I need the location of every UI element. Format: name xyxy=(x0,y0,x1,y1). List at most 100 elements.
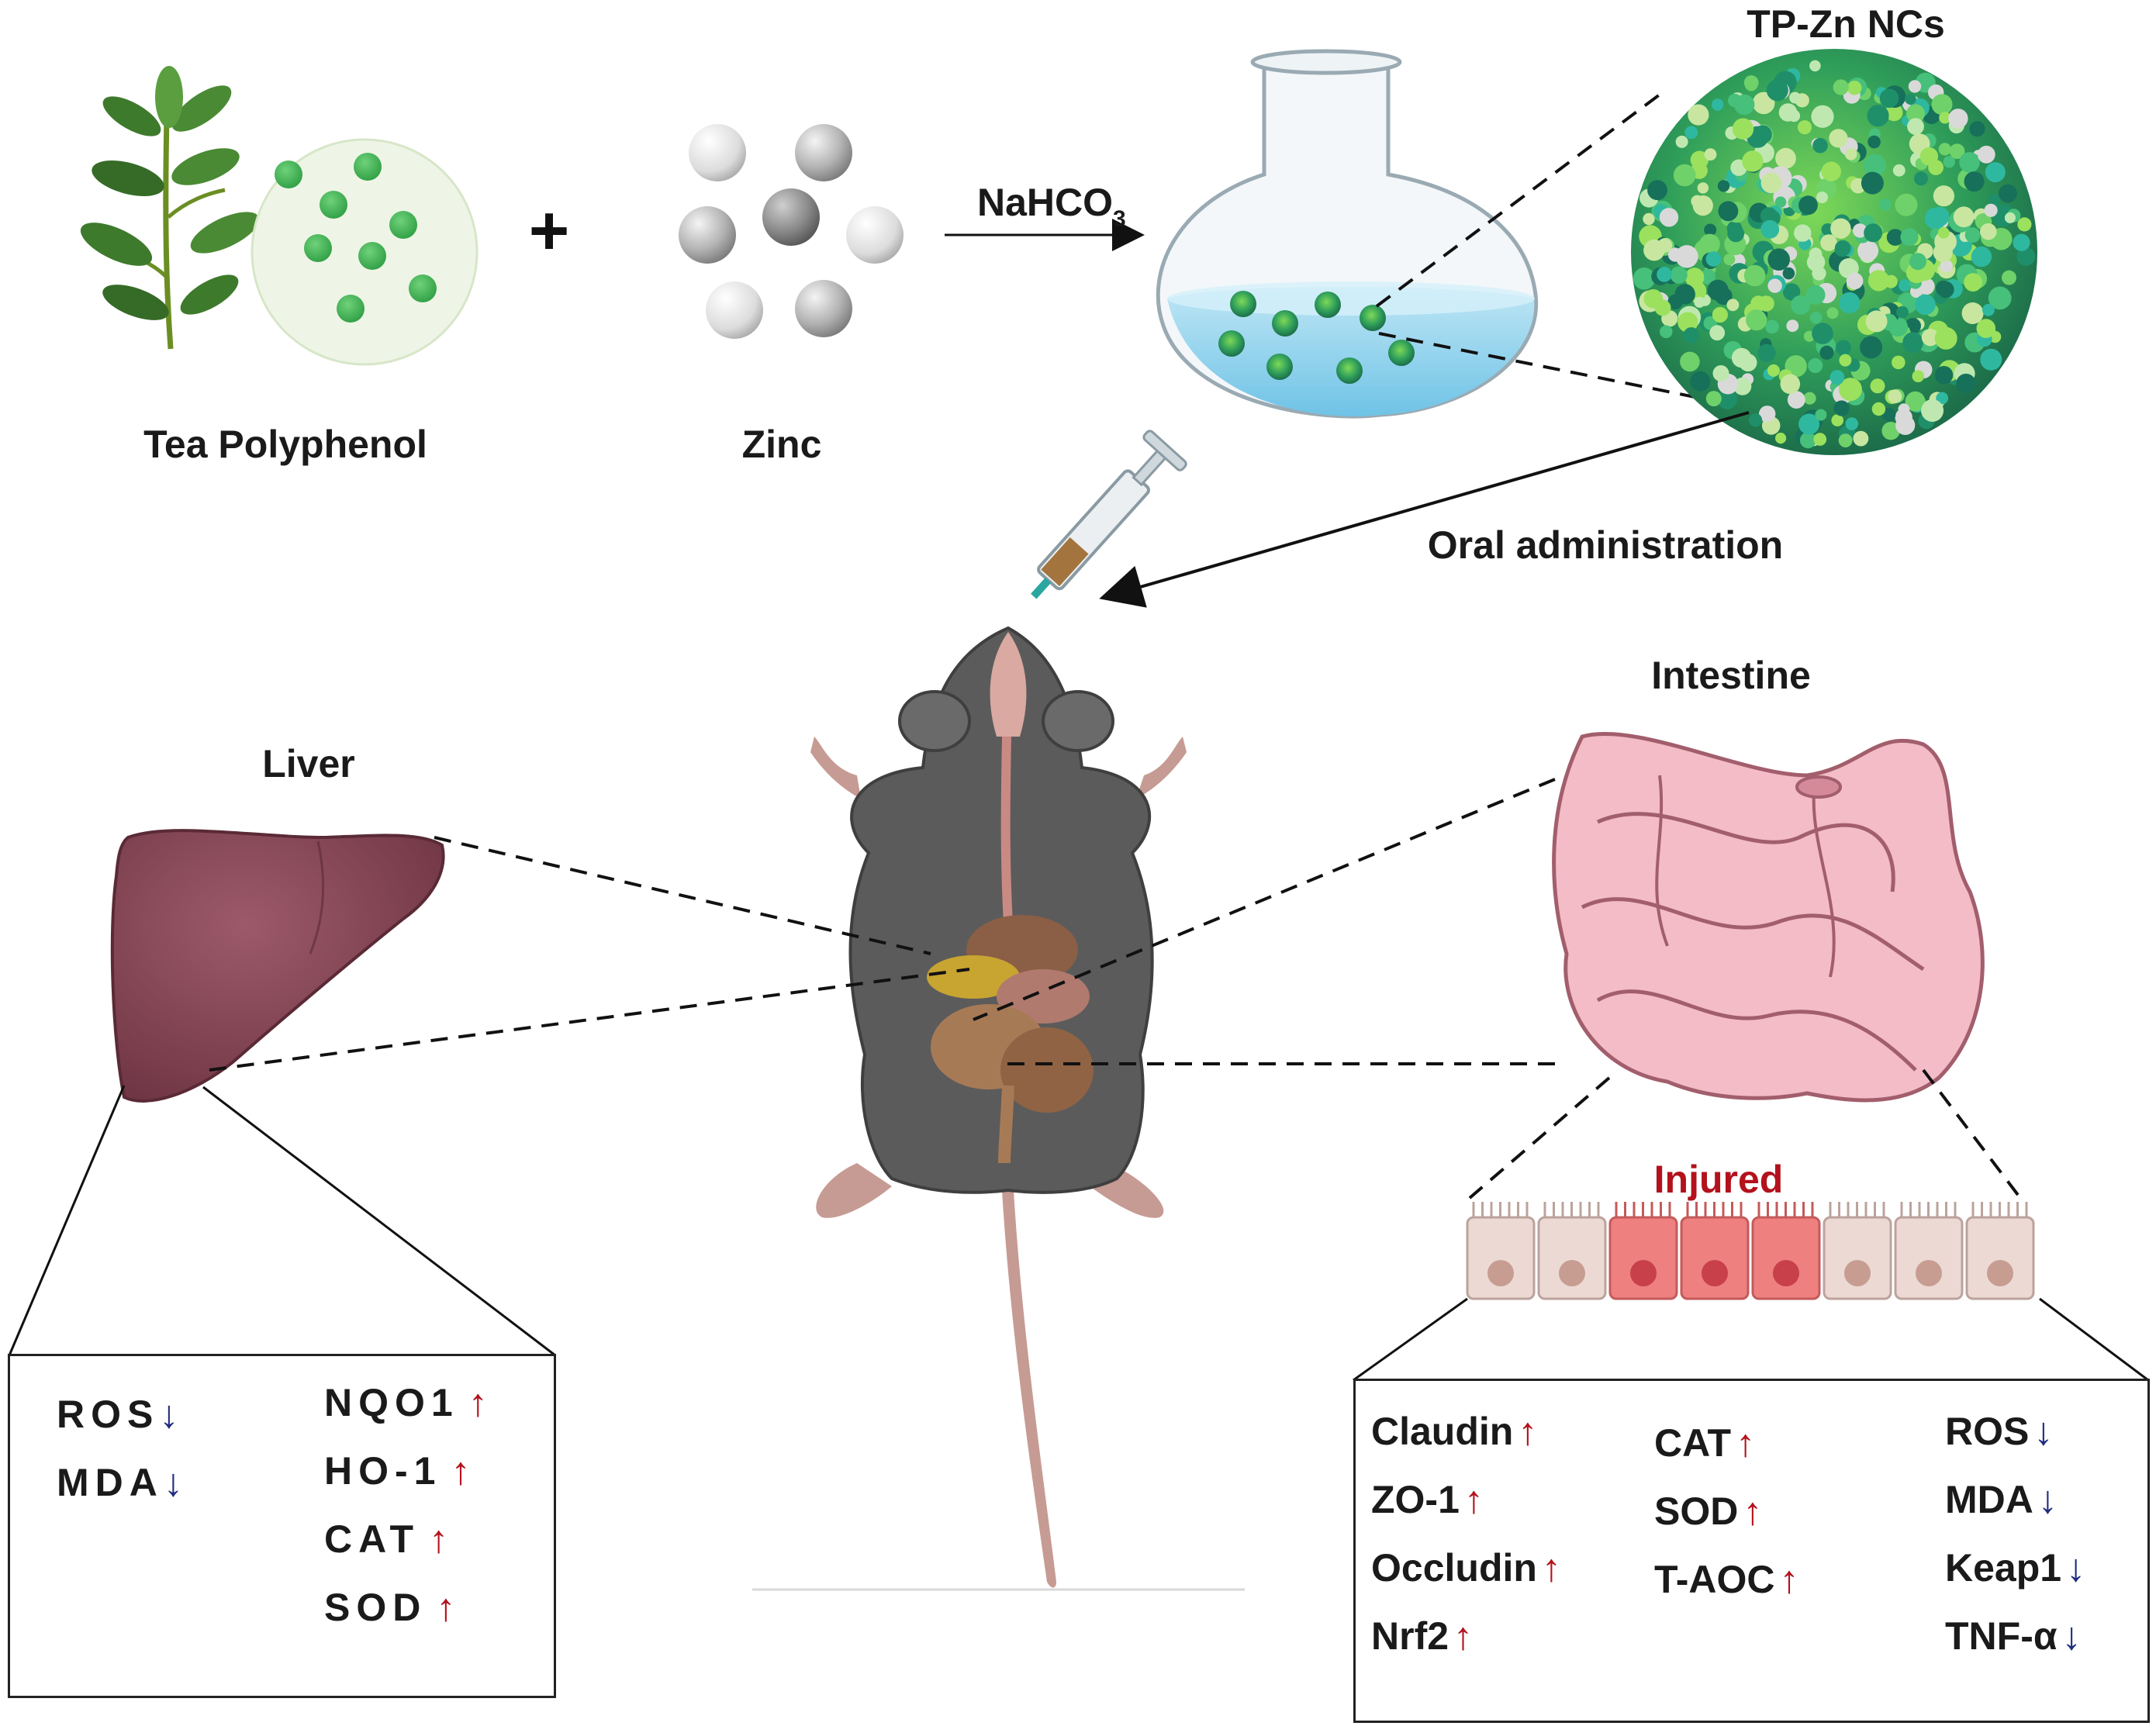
nanocluster-bead xyxy=(1984,203,1998,217)
nanocluster-bead xyxy=(1846,272,1864,290)
nanocluster-bead xyxy=(1938,143,1951,156)
nanocluster-bead xyxy=(2004,212,2016,223)
nanocluster-bead xyxy=(1743,264,1766,287)
nanocluster-bead xyxy=(1921,399,1944,422)
nanocluster-bead xyxy=(1939,112,1951,124)
nanocluster-bead xyxy=(1961,302,1984,324)
nanocluster-bead xyxy=(1753,125,1772,144)
nanocluster-bead xyxy=(1871,402,1886,416)
marker-row: CAT↑ xyxy=(1654,1424,1755,1462)
nanocluster-bead xyxy=(1723,254,1736,266)
marker-row: SOD↑ xyxy=(1654,1492,1762,1531)
nanocluster-bead xyxy=(1712,98,1724,111)
marker-row: MDA↓ xyxy=(1945,1480,2058,1519)
marker-name: HO-1 xyxy=(324,1449,442,1493)
down-arrow-icon: ↓ xyxy=(2037,1478,2058,1521)
marker-name: SOD xyxy=(324,1586,427,1629)
nanocluster-bead xyxy=(1798,195,1818,216)
nanocluster-bead xyxy=(1833,400,1850,416)
nanocluster-bead xyxy=(1935,280,1951,296)
nanocluster-bead xyxy=(1692,195,1713,216)
nanocluster-bead xyxy=(1809,247,1823,261)
up-arrow-icon: ↑ xyxy=(1463,1478,1484,1521)
nanocluster-bead xyxy=(1980,348,2002,371)
nanocluster-bead xyxy=(1791,295,1811,315)
nanocluster-bead xyxy=(1853,223,1867,238)
nanocluster-bead xyxy=(1808,357,1823,374)
marker-row: T-AOC↑ xyxy=(1654,1560,1799,1599)
marker-row: ROS↓ xyxy=(57,1395,178,1434)
nanocluster-bead xyxy=(1766,79,1788,102)
up-arrow-icon: ↑ xyxy=(1743,1490,1763,1533)
liver-label: Liver xyxy=(262,742,355,785)
nanocluster-bead xyxy=(1838,433,1853,447)
nanocluster-bead xyxy=(1684,126,1698,140)
nanocluster-bead xyxy=(1786,319,1799,333)
nanocluster-bead xyxy=(1674,284,1695,305)
nanocluster-bead xyxy=(1940,259,1953,273)
nanocluster-bead xyxy=(1812,137,1828,154)
nanocluster-bead xyxy=(1705,251,1722,267)
zoom-line xyxy=(434,836,931,955)
nanocluster-bead xyxy=(1921,328,1940,347)
nanocluster-bead xyxy=(1847,81,1862,95)
marker-name: Claudin xyxy=(1371,1410,1514,1453)
oral-administration-label: Oral administration xyxy=(1428,523,1783,567)
epithelial-cell-row xyxy=(1466,1202,2035,1300)
nanocluster-bead xyxy=(1914,171,1929,186)
nanocluster-bead xyxy=(1964,227,1981,243)
nanocluster-bead xyxy=(1633,268,1656,290)
nanocluster-bead xyxy=(1778,103,1798,122)
nanocluster-bead xyxy=(1809,60,1821,72)
marker-row: MDA↓ xyxy=(57,1463,183,1502)
nanocluster-bead xyxy=(1861,171,1884,195)
up-arrow-icon: ↑ xyxy=(1541,1546,1561,1590)
nanocluster-bead xyxy=(1949,143,1965,160)
marker-name: MDA xyxy=(57,1461,164,1504)
nanocluster-bead xyxy=(1934,326,1957,350)
nanocluster-bead xyxy=(1794,224,1812,242)
down-arrow-icon: ↓ xyxy=(2066,1546,2086,1590)
marker-row: CAT↑ xyxy=(324,1520,448,1559)
nanocluster-bead xyxy=(1988,194,2001,206)
nanocluster-bead xyxy=(1718,201,1739,222)
nanocluster-bead xyxy=(1834,240,1851,257)
nanocluster-bead xyxy=(1999,184,2017,203)
nanocluster-bead xyxy=(1765,319,1779,334)
nanocluster-bead xyxy=(1684,268,1705,288)
nanocluster-bead xyxy=(1780,374,1801,395)
nanocluster-bead xyxy=(1905,93,1916,105)
nanocluster-bead xyxy=(1930,206,1950,226)
nanocluster-bead xyxy=(1886,229,1904,246)
nanocluster-bead xyxy=(1829,370,1845,385)
marker-name: Keap1 xyxy=(1945,1546,2062,1590)
nanocluster-bead xyxy=(1898,403,1910,416)
nanocluster-bead xyxy=(1816,192,1828,204)
nanocluster-bead xyxy=(1673,164,1696,187)
tea-plant-icon xyxy=(80,66,260,350)
nanocluster-bead xyxy=(1831,414,1843,426)
normal-cell xyxy=(1823,1202,1892,1300)
marker-name: CAT xyxy=(1654,1421,1732,1465)
nanocluster-bead xyxy=(1688,104,1709,126)
nanocluster-bead xyxy=(1694,296,1705,308)
nanocluster-bead xyxy=(1705,391,1722,407)
nanocluster-bead xyxy=(1865,310,1888,333)
nanocluster-bead xyxy=(1902,332,1924,354)
syringe-icon xyxy=(1031,430,1187,599)
nanocluster-bead xyxy=(1830,218,1851,239)
nanocluster-bead xyxy=(1803,392,1816,405)
nanocluster-bead xyxy=(1746,309,1767,331)
nanocluster-bead xyxy=(1732,118,1754,140)
nanocluster-bead xyxy=(1899,279,1911,292)
normal-cell xyxy=(1537,1202,1607,1300)
zoom-line xyxy=(209,968,970,1072)
up-arrow-icon: ↑ xyxy=(436,1586,456,1629)
zoom-line xyxy=(973,778,1556,1021)
nanocluster-bead xyxy=(1976,319,1996,338)
marker-row: ZO-1↑ xyxy=(1371,1480,1484,1519)
nanocluster-bead xyxy=(1870,378,1885,394)
nanocluster-bead xyxy=(1959,152,1980,173)
nanocluster-bead xyxy=(1670,266,1688,284)
